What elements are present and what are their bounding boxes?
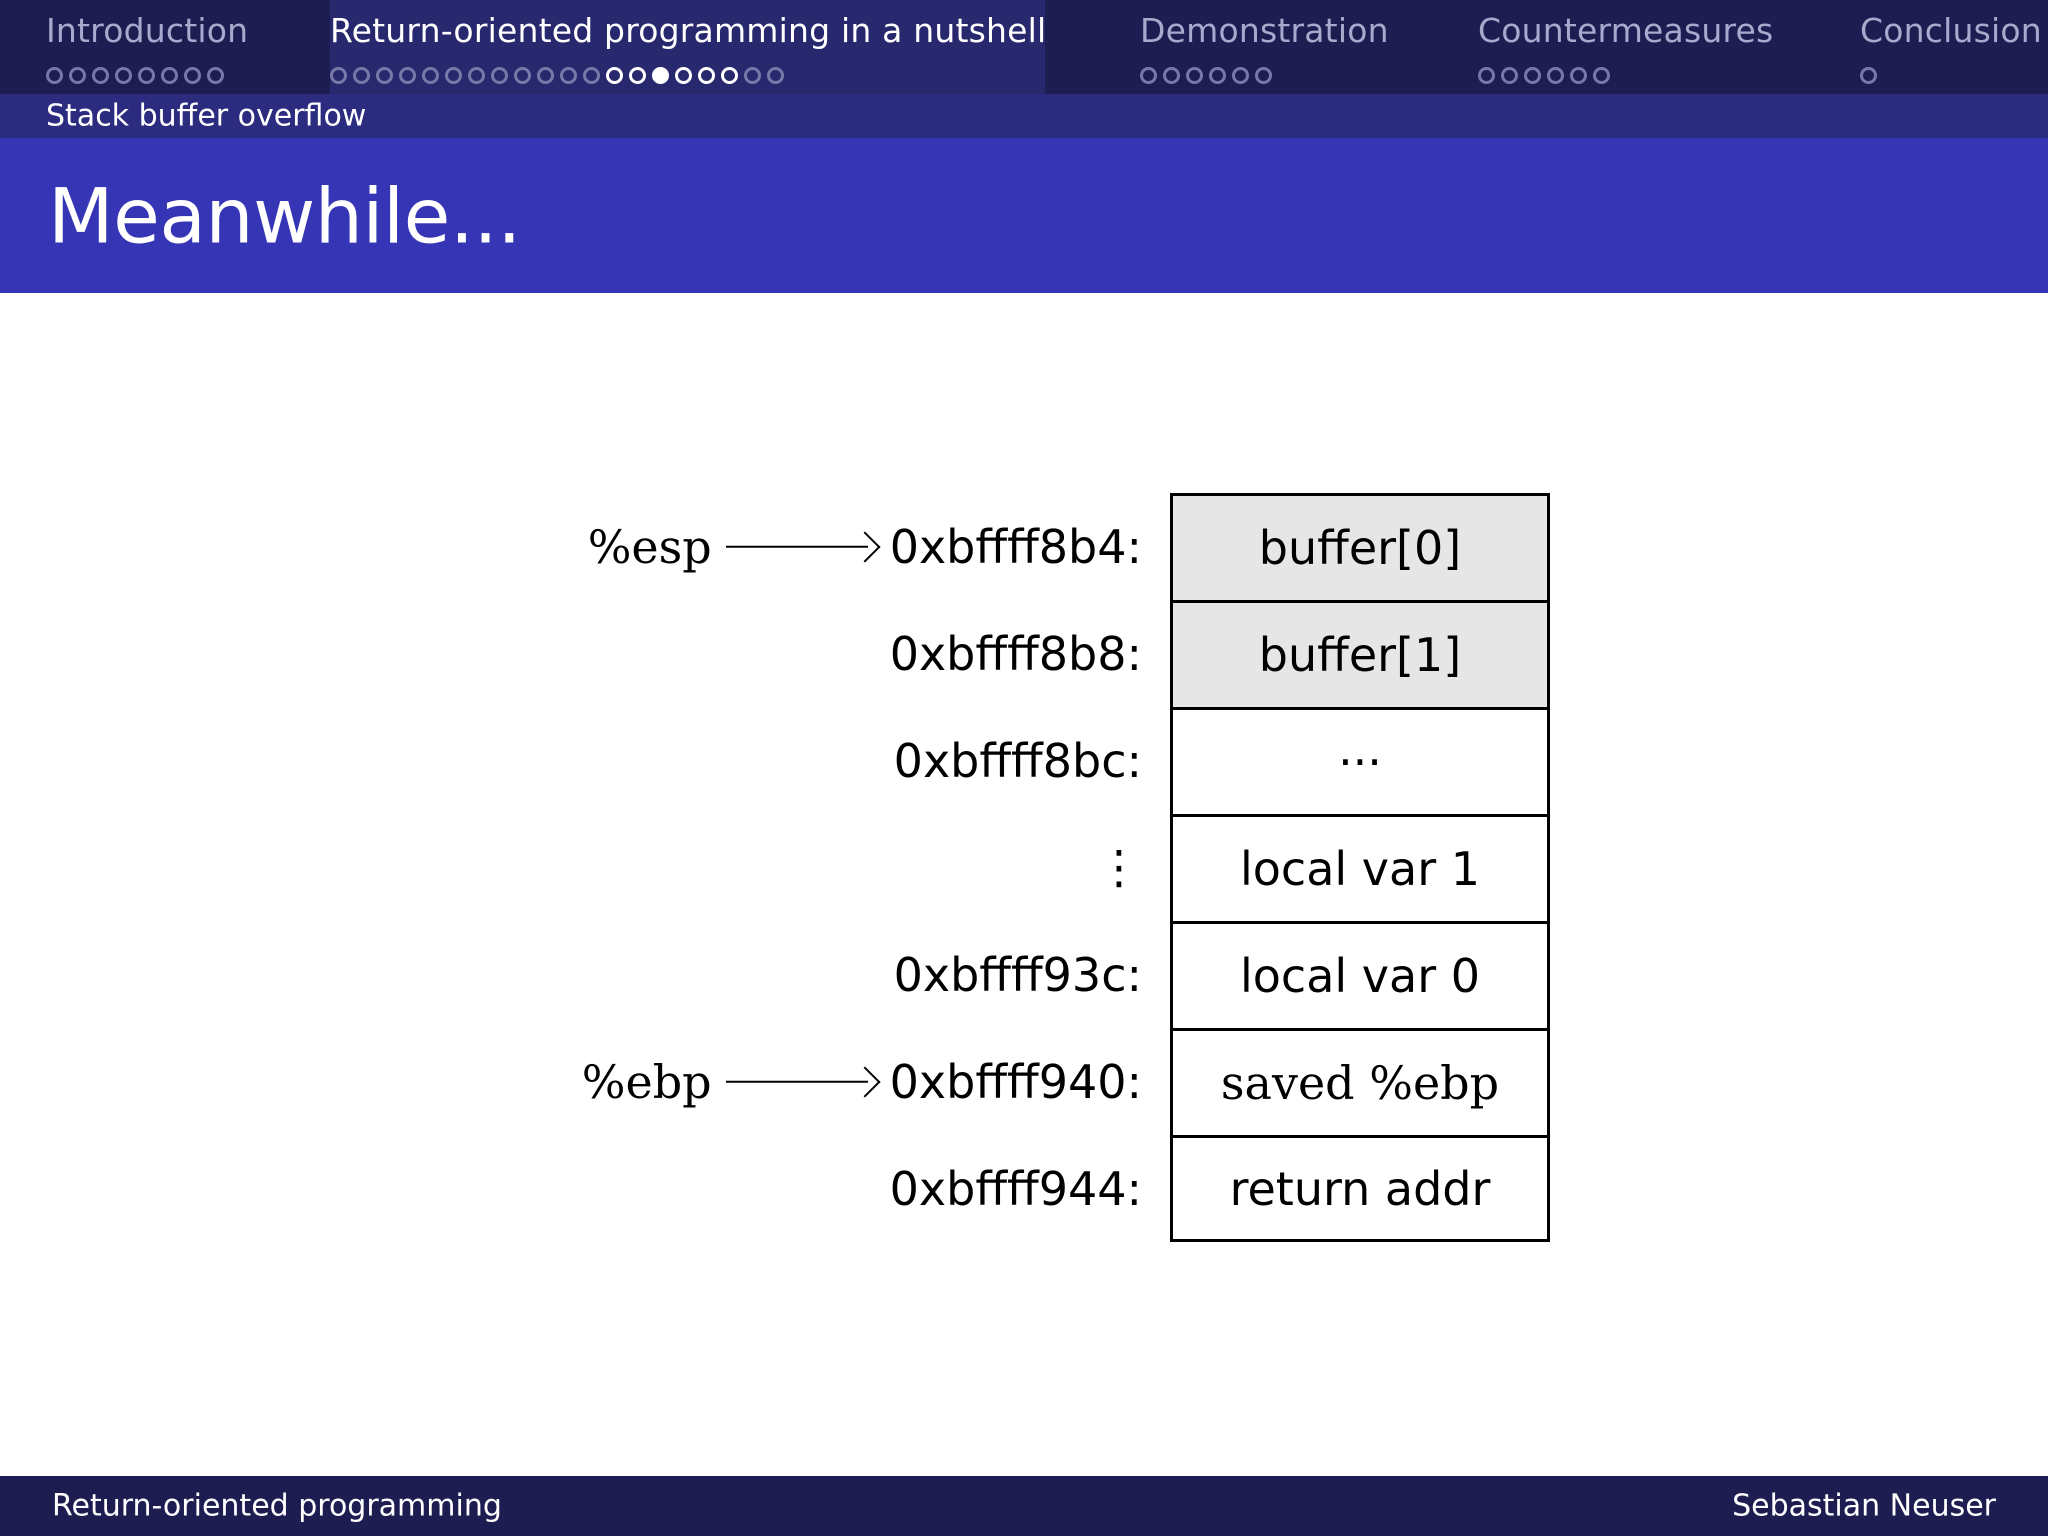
nav-section-label: Countermeasures	[1478, 11, 1774, 50]
stack-cell: saved %ebp	[1170, 1028, 1550, 1135]
nav-dot[interactable]	[445, 66, 462, 84]
nav-dot[interactable]	[184, 66, 201, 84]
footer-bar: Return-oriented programming Sebastian Ne…	[0, 1476, 2048, 1536]
stack-address-label: 0xbffff8bc:	[893, 733, 1142, 788]
nav-dot[interactable]	[92, 66, 109, 84]
nav-dot[interactable]	[1163, 66, 1180, 84]
stack-row-address-area: 0xbffff944:	[520, 1135, 1170, 1242]
stack-row: 0xbffff8b8: buffer[1]	[520, 600, 1580, 707]
stack-row: 0xbffff93c: local var 0	[520, 921, 1580, 1028]
stack-row-address-area: 0xbffff8bc:	[520, 707, 1170, 814]
stack-row-address-area: %ebp 0xbffff940:	[520, 1028, 1170, 1135]
nav-dot[interactable]	[376, 66, 393, 84]
nav-section-1[interactable]: Introduction	[46, 0, 330, 94]
nav-dot-current[interactable]	[652, 66, 669, 84]
nav-dot[interactable]	[721, 66, 738, 84]
nav-dot[interactable]	[675, 66, 692, 84]
stack-cell: buffer[0]	[1170, 493, 1550, 600]
stack-row-address-area: 0xbffff8b8:	[520, 600, 1170, 707]
nav-dot[interactable]	[1501, 66, 1518, 84]
nav-dot[interactable]	[330, 66, 347, 84]
nav-dot[interactable]	[399, 66, 416, 84]
stack-address-label: 0xbffff944:	[889, 1161, 1142, 1216]
stack-row: 0xbffff944: return addr	[520, 1135, 1580, 1242]
nav-dot[interactable]	[1232, 66, 1249, 84]
nav-dot[interactable]	[606, 66, 623, 84]
arrow-right-icon	[726, 524, 876, 570]
nav-dot[interactable]	[629, 66, 646, 84]
nav-slide-dots	[1478, 56, 1778, 92]
nav-dot[interactable]	[1524, 66, 1541, 84]
nav-dot[interactable]	[161, 66, 178, 84]
nav-dot[interactable]	[560, 66, 577, 84]
vertical-ellipsis: ⋮	[1096, 840, 1142, 895]
stack-address-label: 0xbffff940:	[889, 1054, 1142, 1109]
stack-row: %ebp 0xbffff940: saved %ebp	[520, 1028, 1580, 1135]
frame-title-bar: Meanwhile...	[0, 138, 2048, 293]
nav-section-5[interactable]: Conclusion	[1860, 0, 2048, 94]
nav-dot[interactable]	[1140, 66, 1157, 84]
nav-dot[interactable]	[698, 66, 715, 84]
footer-presentation-title: Return-oriented programming	[52, 1488, 502, 1524]
stack-address-label: 0xbffff8b8:	[889, 626, 1142, 681]
subsection-bar: Stack buffer overflow	[0, 94, 2048, 138]
nav-slide-dots	[1140, 56, 1400, 92]
stack-cell: local var 1	[1170, 814, 1550, 921]
section-navigation-bar: Introduction Return-oriented programming …	[0, 0, 2048, 94]
nav-dot[interactable]	[1478, 66, 1495, 84]
nav-slide-dots	[46, 56, 330, 92]
stack-row-address-area: %esp 0xbffff8b4:	[520, 493, 1170, 600]
nav-section-label: Return-oriented programming in a nutshel…	[330, 11, 1047, 50]
slide-content-area: %esp 0xbffff8b4: buffer[0] 0xbffff8b8: buffe…	[0, 293, 2048, 1476]
nav-dot[interactable]	[1209, 66, 1226, 84]
nav-dot[interactable]	[767, 66, 784, 84]
nav-section-label: Demonstration	[1140, 11, 1389, 50]
stack-cell: return addr	[1170, 1135, 1550, 1242]
nav-dot[interactable]	[1186, 66, 1203, 84]
nav-dot[interactable]	[1255, 66, 1272, 84]
nav-section-4[interactable]: Countermeasures	[1478, 0, 1778, 94]
nav-slide-dots	[1860, 56, 2048, 92]
nav-section-3[interactable]: Demonstration	[1140, 0, 1400, 94]
arrow-right-icon	[726, 1059, 876, 1105]
nav-section-2[interactable]: Return-oriented programming in a nutshel…	[330, 0, 1047, 94]
nav-dot[interactable]	[1593, 66, 1610, 84]
nav-dot[interactable]	[1547, 66, 1564, 84]
nav-dot[interactable]	[353, 66, 370, 84]
nav-dot[interactable]	[422, 66, 439, 84]
nav-dot[interactable]	[46, 66, 63, 84]
nav-dot[interactable]	[537, 66, 554, 84]
stack-cell: buffer[1]	[1170, 600, 1550, 707]
nav-dot[interactable]	[138, 66, 155, 84]
nav-dot[interactable]	[468, 66, 485, 84]
stack-row-address-area: ⋮	[520, 814, 1170, 921]
register-pointer-label: %esp	[587, 519, 712, 574]
stack-row: ⋮ local var 1	[520, 814, 1580, 921]
nav-dot[interactable]	[1860, 66, 1877, 84]
nav-dot[interactable]	[583, 66, 600, 84]
nav-dot[interactable]	[69, 66, 86, 84]
nav-dot[interactable]	[115, 66, 132, 84]
stack-address-label: 0xbffff8b4:	[889, 519, 1142, 574]
stack-row: 0xbffff8bc: ···	[520, 707, 1580, 814]
register-pointer-label: %ebp	[581, 1054, 712, 1109]
nav-section-label: Introduction	[46, 11, 249, 50]
nav-dot[interactable]	[1570, 66, 1587, 84]
nav-dot[interactable]	[514, 66, 531, 84]
stack-row-address-area: 0xbffff93c:	[520, 921, 1170, 1028]
nav-dot[interactable]	[744, 66, 761, 84]
stack-address-label: 0xbffff93c:	[893, 947, 1142, 1002]
nav-slide-dots	[330, 56, 1045, 92]
page-title: Meanwhile...	[48, 171, 521, 260]
nav-dot[interactable]	[491, 66, 508, 84]
nav-section-label: Conclusion	[1860, 11, 2042, 50]
stack-layout-diagram: %esp 0xbffff8b4: buffer[0] 0xbffff8b8: buffe…	[520, 493, 1580, 1242]
subsection-label: Stack buffer overflow	[46, 98, 367, 134]
nav-dot[interactable]	[207, 66, 224, 84]
stack-cell: ···	[1170, 707, 1550, 814]
stack-row: %esp 0xbffff8b4: buffer[0]	[520, 493, 1580, 600]
footer-author: Sebastian Neuser	[1732, 1488, 1996, 1524]
stack-cell: local var 0	[1170, 921, 1550, 1028]
